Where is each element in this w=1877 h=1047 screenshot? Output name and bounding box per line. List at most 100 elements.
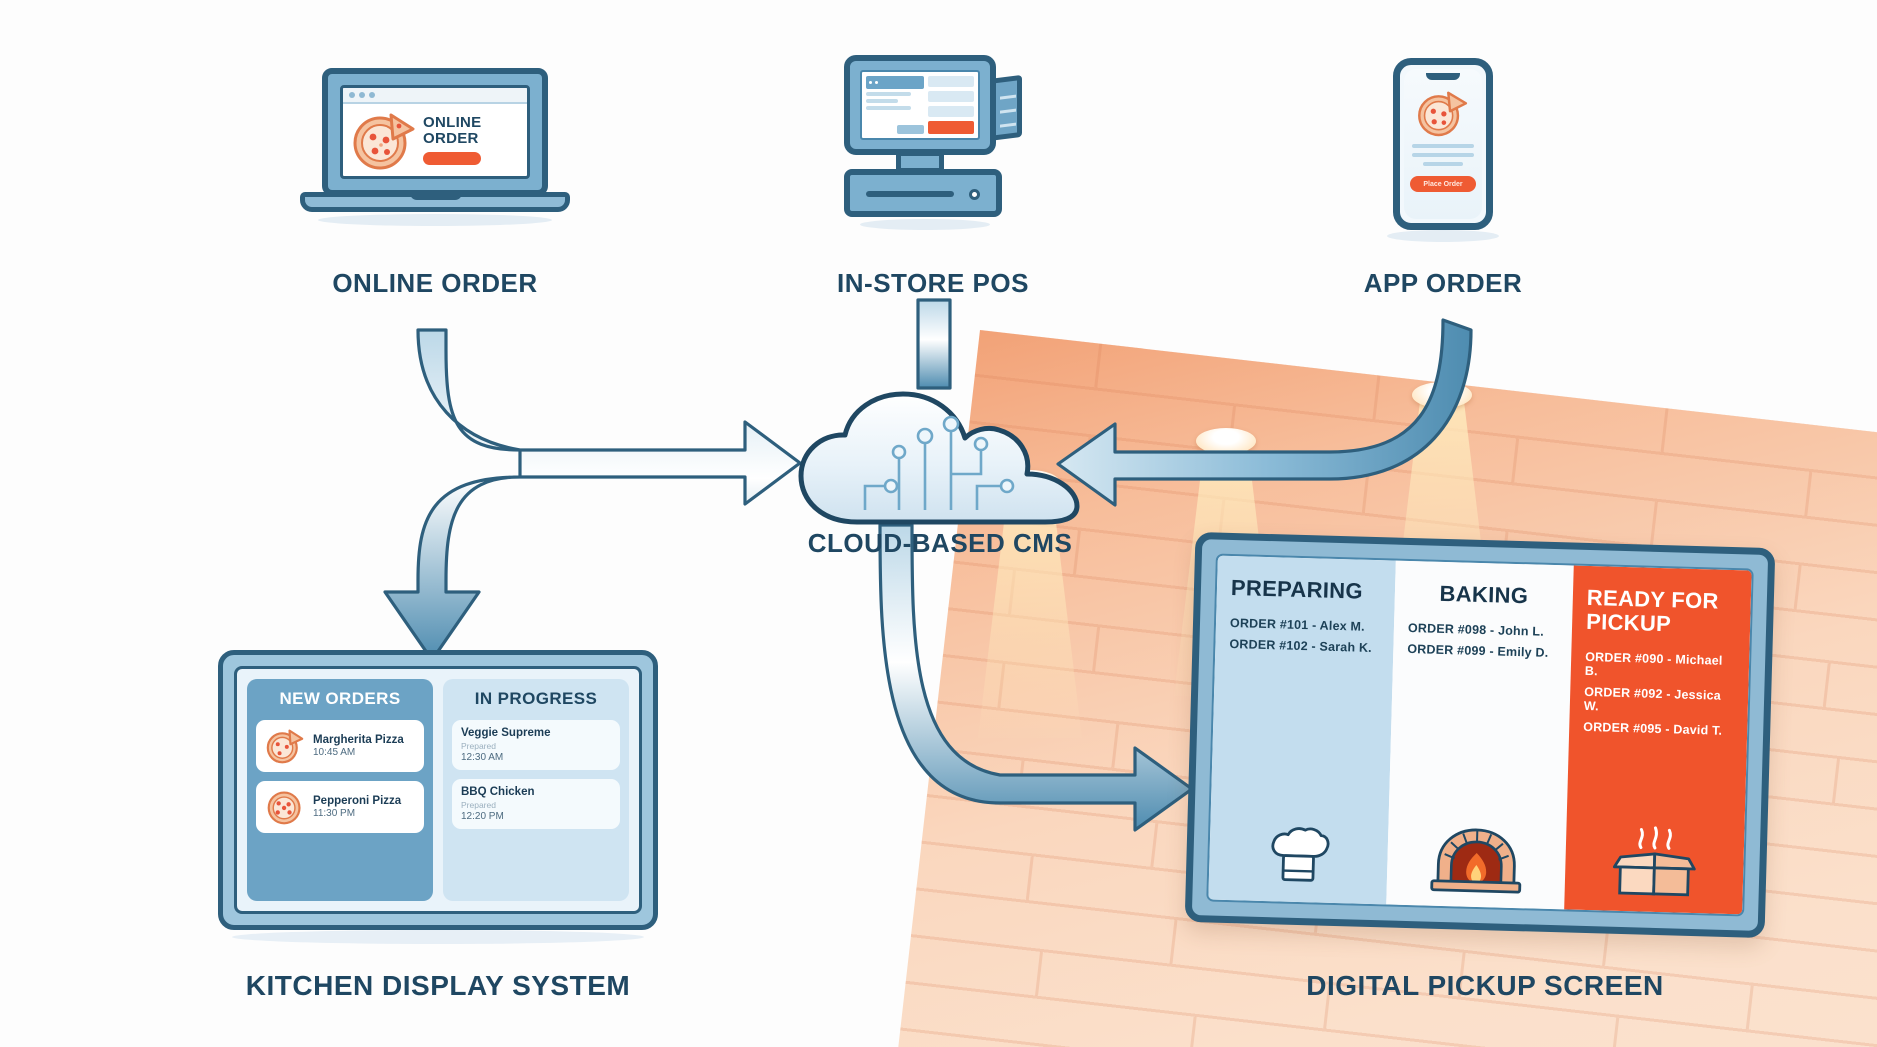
- pickup-order-row: ORDER #098 - John L.: [1407, 621, 1545, 639]
- pos-action-panel: [927, 76, 974, 134]
- kds-card-status: Prepared: [461, 799, 496, 810]
- cash-drawer-slot: [866, 191, 954, 197]
- digital-pickup-screen: PREPARING ORDER #101 - Alex M. ORDER #10…: [1184, 531, 1776, 939]
- pos-secondary-button[interactable]: [897, 125, 924, 134]
- label-in-store-pos: IN-STORE POS: [837, 268, 1029, 298]
- window-dot-icon: [369, 92, 375, 98]
- kds-column-in-progress: IN PROGRESS Veggie Supreme Prepared 12:3…: [443, 679, 629, 901]
- pos-panel-header: [866, 76, 924, 89]
- online-order-screen-text: ONLINE ORDER: [423, 113, 482, 166]
- kds-card-time: 12:20 PM: [461, 810, 504, 822]
- pos-line: [866, 106, 912, 110]
- online-order-heading-line1: ONLINE: [423, 113, 482, 131]
- pos-block: [927, 91, 974, 102]
- pickup-order-row: ORDER #092 - Jessica W.: [1583, 685, 1722, 714]
- pickup-order-row: ORDER #099 - Emily D.: [1407, 642, 1549, 661]
- kds-frame: NEW ORDERS Margherita P: [218, 650, 658, 930]
- kds-card-status: Prepared: [461, 740, 496, 751]
- pos-body: [844, 169, 1002, 217]
- window-dot-icon: [359, 92, 365, 98]
- pizza-icon: [267, 791, 301, 825]
- pickup-column-title: PREPARING: [1230, 574, 1364, 604]
- place-order-button[interactable]: Place Order: [1410, 176, 1476, 192]
- label-kitchen-display-system: KITCHEN DISPLAY SYSTEM: [245, 970, 631, 1001]
- online-order-illustration: ONLINE ORDER: [300, 68, 570, 228]
- kds-column-title: NEW ORDERS: [279, 689, 401, 708]
- kds-column-new-orders: NEW ORDERS Margherita P: [247, 679, 433, 901]
- phone-line: [1423, 162, 1463, 166]
- phone-line: [1412, 144, 1474, 148]
- pos-order-panel: [866, 76, 924, 134]
- pizza-icon: [353, 113, 415, 170]
- pickup-order-row: ORDER #090 - Michael B.: [1584, 650, 1723, 679]
- phone-line: [1412, 153, 1474, 157]
- pickup-order-row: ORDER #101 - Alex M.: [1229, 616, 1366, 634]
- kds-order-card[interactable]: Veggie Supreme Prepared 12:30 AM: [452, 720, 620, 770]
- label-cloud-cms: CLOUD-BASED CMS: [807, 528, 1073, 558]
- pos-block: [927, 76, 974, 87]
- laptop-shadow: [318, 214, 552, 226]
- pickup-column-icon: [1223, 824, 1375, 892]
- kds-bezel: NEW ORDERS Margherita P: [234, 666, 642, 914]
- pickup-column-ready: READY FOR PICKUP ORDER #090 - Michael B.…: [1564, 565, 1752, 915]
- laptop-screen: ONLINE ORDER: [340, 85, 530, 179]
- pickup-column-baking: BAKING ORDER #098 - John L. ORDER #099 -…: [1386, 560, 1574, 910]
- pickup-column-title: BAKING: [1439, 580, 1529, 609]
- label-online-order: ONLINE ORDER: [332, 268, 538, 298]
- pos-line: [866, 92, 912, 96]
- pizza-oven-icon: [1430, 828, 1522, 894]
- laptop-lid: ONLINE ORDER: [322, 68, 548, 196]
- phone-notch: [1426, 73, 1460, 80]
- pickup-order-row: ORDER #095 - David T.: [1583, 720, 1723, 739]
- pos-shadow: [860, 219, 990, 230]
- kds-card-text: Margherita Pizza 10:45 AM: [313, 734, 404, 759]
- kds-card-time: 11:30 PM: [313, 808, 356, 820]
- order-cta-button[interactable]: [423, 152, 481, 166]
- kds-card-name: Margherita Pizza: [313, 733, 404, 746]
- label-app-order: APP ORDER: [1363, 268, 1523, 298]
- pickup-frame: PREPARING ORDER #101 - Alex M. ORDER #10…: [1184, 531, 1776, 939]
- phone-shadow: [1387, 230, 1499, 242]
- browser-chrome: [343, 88, 527, 104]
- pos-monitor: [844, 55, 996, 155]
- kds-column-title: IN PROGRESS: [474, 689, 598, 708]
- pizza-icon: [1418, 91, 1468, 137]
- browser-content: ONLINE ORDER: [343, 104, 527, 176]
- pos-knob-icon: [969, 189, 980, 200]
- laptop-notch: [410, 192, 462, 200]
- online-order-heading-line2: ORDER: [423, 129, 479, 147]
- phone-screen: Place Order: [1404, 69, 1482, 219]
- pickup-column-title: READY FOR PICKUP: [1585, 584, 1720, 637]
- arrow-pos-to-cloud: [916, 298, 952, 390]
- app-order-illustration: Place Order: [1387, 58, 1499, 242]
- kds-card-time: 12:30 AM: [461, 751, 504, 763]
- label-digital-pickup-screen: DIGITAL PICKUP SCREEN: [1306, 970, 1664, 1001]
- kds-card-name: BBQ Chicken: [461, 785, 535, 798]
- kds-card-time: 10:45 AM: [313, 747, 356, 759]
- phone-body: Place Order: [1393, 58, 1493, 230]
- window-dot-icon: [349, 92, 355, 98]
- arrow-online-to-cloud-and-kds: [383, 328, 802, 662]
- kds-card-name: Veggie Supreme: [461, 727, 551, 739]
- pos-block: [927, 106, 974, 117]
- pickup-screen-inner: PREPARING ORDER #101 - Alex M. ORDER #10…: [1206, 553, 1754, 917]
- kds-order-card[interactable]: BBQ Chicken Prepared 12:20 PM: [452, 778, 620, 829]
- pickup-column-preparing: PREPARING ORDER #101 - Alex M. ORDER #10…: [1208, 555, 1396, 905]
- pickup-column-icon: [1401, 823, 1553, 897]
- in-store-pos-illustration: [838, 55, 1028, 230]
- cloud-circuit-icon: [798, 391, 1080, 525]
- chef-hat-icon: [1271, 827, 1330, 882]
- steaming-box-icon: [1612, 826, 1696, 897]
- pizza-icon: [266, 729, 304, 764]
- pos-line: [866, 99, 898, 103]
- pos-screen: [860, 70, 980, 140]
- kds-order-card[interactable]: Pepperoni Pizza 11:30 PM: [256, 781, 424, 833]
- kitchen-display-system: NEW ORDERS Margherita P: [218, 650, 658, 944]
- kds-order-card[interactable]: Margherita Pizza 10:45 AM: [256, 720, 424, 772]
- pos-pay-button[interactable]: [927, 121, 974, 134]
- pickup-column-icon: [1578, 822, 1730, 902]
- kds-card-name: Pepperoni Pizza: [313, 794, 402, 807]
- pickup-order-row: ORDER #102 - Sarah K.: [1229, 637, 1373, 656]
- kds-shadow: [232, 930, 644, 944]
